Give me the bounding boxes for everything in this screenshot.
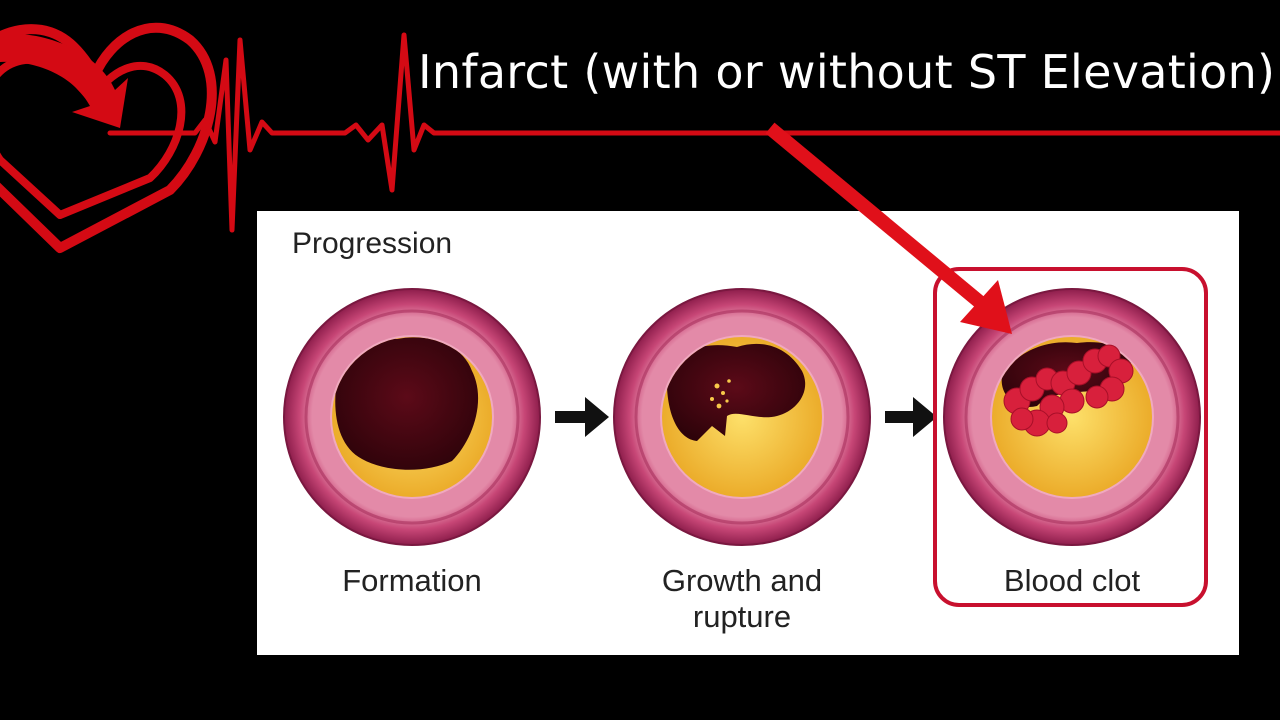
artery-growth-rupture bbox=[613, 288, 871, 546]
artery-blood-clot bbox=[943, 288, 1201, 546]
clot-highlight-box bbox=[933, 267, 1208, 607]
ecg-trace bbox=[107, 32, 1280, 233]
slide-title: Infarct (with or without ST Elevation) bbox=[418, 45, 1276, 99]
arrow-right-icon bbox=[885, 397, 937, 437]
rupture-particles bbox=[710, 379, 731, 409]
progression-panel: Progression bbox=[257, 211, 1239, 655]
stage-label-blood-clot: Blood clot bbox=[1003, 563, 1141, 598]
artery-progression-diagram bbox=[283, 288, 1201, 546]
curved-arrow-icon bbox=[0, 33, 128, 128]
arrow-right-icon bbox=[555, 397, 609, 437]
panel-heading: Progression bbox=[292, 227, 453, 260]
artery-formation bbox=[283, 288, 541, 546]
stage-label-growth-rupture: Growth and rupture bbox=[661, 563, 823, 634]
stage-label-formation: Formation bbox=[342, 563, 482, 598]
blood-clot bbox=[1003, 344, 1134, 437]
